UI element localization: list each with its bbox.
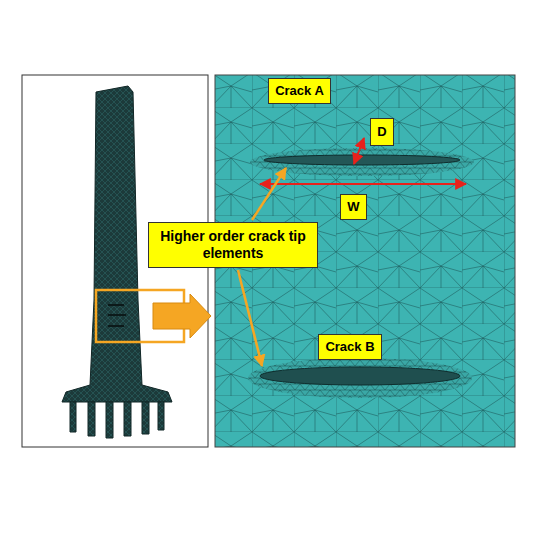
callout-box: Crack B	[318, 334, 382, 360]
callout-text: W	[347, 199, 360, 215]
depth-dimension	[354, 138, 364, 164]
width-dimension	[260, 183, 466, 185]
callout-box: D	[370, 118, 394, 146]
callout-text: Crack B	[325, 339, 375, 355]
leader-arrow	[252, 168, 286, 220]
callout-text: Higher order crack tip elements	[157, 228, 309, 262]
callout-text: D	[377, 124, 387, 140]
leader-arrow	[238, 270, 262, 366]
callout-text: Crack A	[275, 83, 324, 99]
callout-box: Crack A	[268, 78, 331, 104]
callout-box: W	[340, 194, 367, 220]
zoom-arrow	[153, 294, 211, 338]
callout-box: Higher order crack tip elements	[148, 222, 318, 268]
crack-b	[248, 358, 472, 398]
